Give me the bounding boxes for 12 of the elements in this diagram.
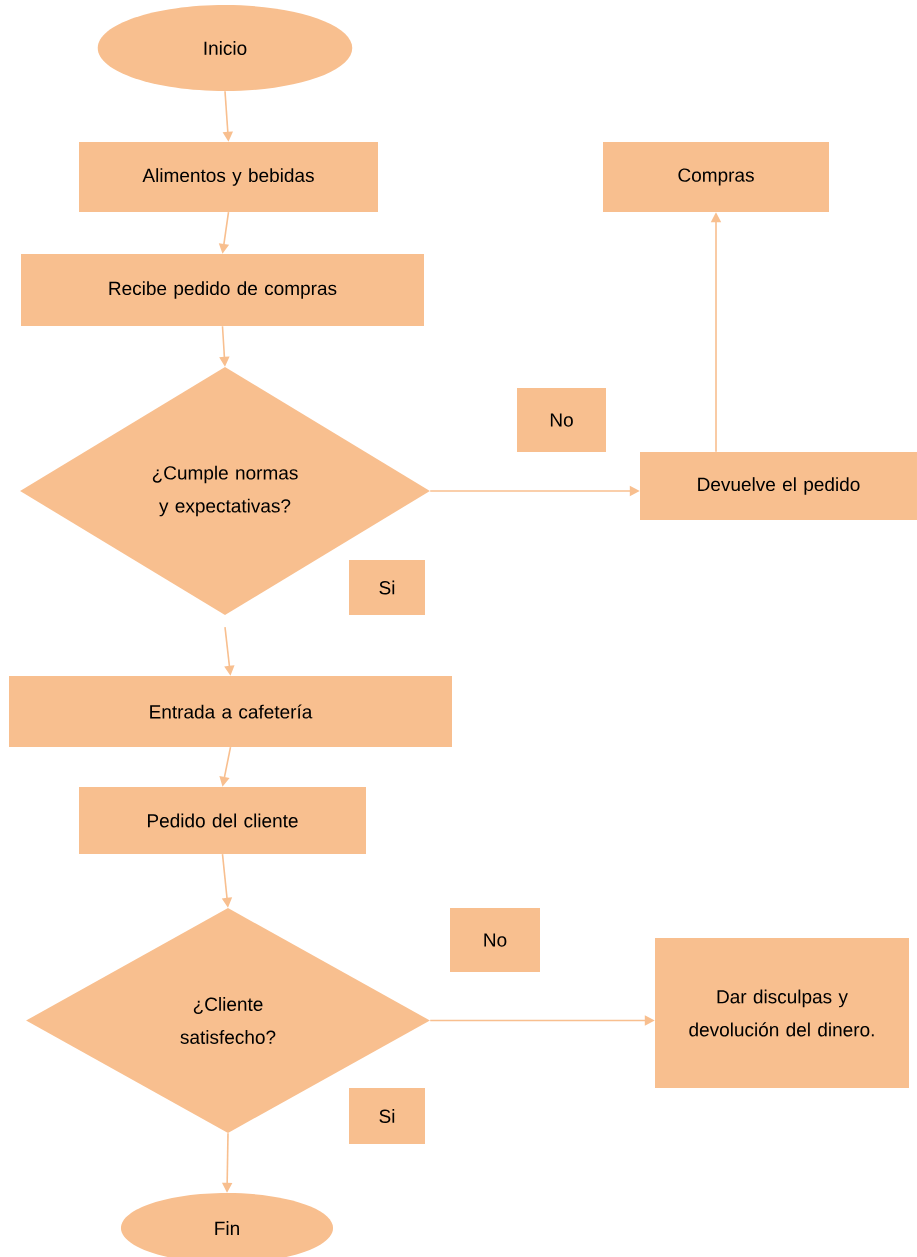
process-box: Devuelve el pedido xyxy=(640,452,917,520)
process-box: Alimentos y bebidas xyxy=(79,142,378,212)
branch-label-box: Si xyxy=(349,560,425,615)
branch-label-box: No xyxy=(517,388,606,452)
process-box: Recibe pedido de compras xyxy=(21,254,424,326)
start-oval: Inicio xyxy=(97,5,353,91)
branch-label-box: Si xyxy=(349,1088,425,1144)
process-box: Dar disculpas y devolución del dinero. xyxy=(655,938,909,1088)
process-box: Pedido del cliente xyxy=(79,787,366,854)
process-box: Entrada a cafetería xyxy=(9,676,452,747)
process-box: Compras xyxy=(603,142,829,212)
branch-label-box: No xyxy=(450,908,540,972)
